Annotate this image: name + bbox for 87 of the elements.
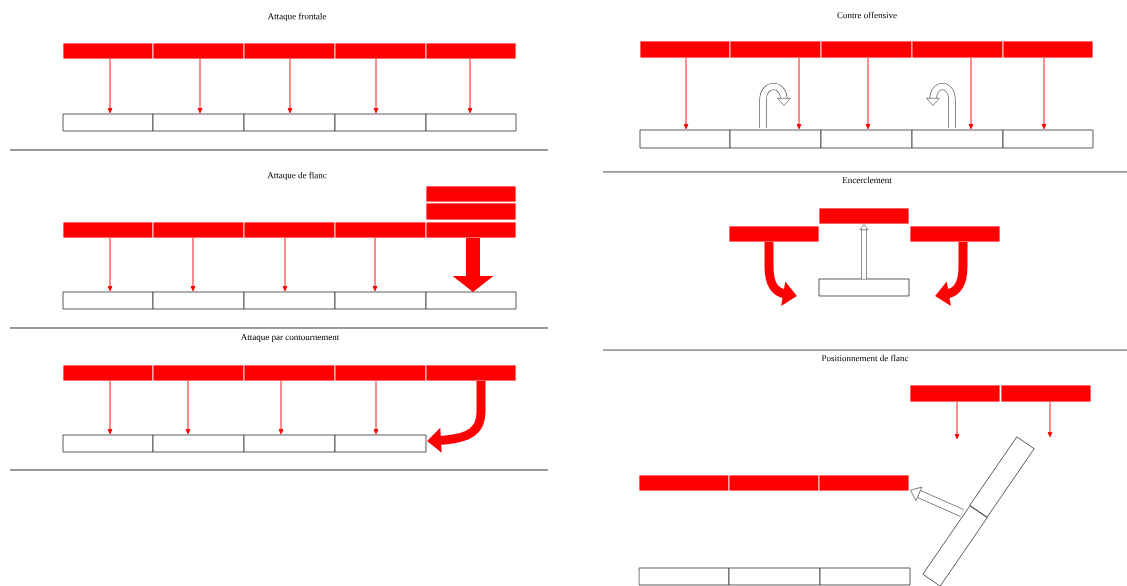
- unit-bar: [1000, 384, 1092, 403]
- panel-title: Positionnement de flanc: [821, 354, 909, 362]
- unit-bar: [911, 40, 1004, 59]
- unit-box: [334, 113, 427, 132]
- unit-box: [1002, 129, 1094, 149]
- unit-bar: [243, 42, 336, 60]
- hollow-arrow: [910, 486, 964, 517]
- panel-title: Attaque de flanc: [267, 171, 327, 181]
- unit-box: [152, 291, 245, 310]
- unit-box: [243, 434, 336, 453]
- unit-bar: [818, 207, 910, 225]
- unit-box: [911, 129, 1004, 149]
- arrow: [107, 58, 113, 114]
- arrow: [968, 57, 974, 130]
- unit-bar: [62, 42, 154, 60]
- unit-bar: [818, 474, 910, 492]
- unit-box: [334, 291, 427, 310]
- unit-bar: [334, 364, 427, 382]
- unit-box: [728, 567, 821, 586]
- unit-bar: [638, 474, 730, 492]
- panel-title: Attaque frontale: [267, 12, 327, 22]
- unit-box: [62, 434, 154, 453]
- unit-bar: [243, 364, 336, 382]
- unit-bar: [909, 384, 1001, 403]
- arrow: [185, 380, 191, 435]
- arrow: [190, 237, 196, 292]
- unit-bar: [425, 221, 517, 239]
- unit-box: [819, 567, 911, 586]
- hollow-arrow: [759, 82, 791, 128]
- block-arrow: [427, 381, 486, 453]
- unit-bar: [152, 42, 245, 60]
- unit-box: [425, 113, 517, 132]
- unit-bar: [729, 40, 822, 59]
- arrow: [107, 237, 113, 292]
- unit-box: [969, 436, 1035, 518]
- unit-box: [152, 434, 245, 453]
- unit-box: [243, 113, 336, 132]
- arrow: [954, 401, 960, 440]
- unit-bar: [728, 225, 820, 243]
- unit-box: [152, 113, 245, 132]
- unit-box: [334, 434, 427, 453]
- unit-box: [818, 278, 910, 297]
- arrow: [107, 380, 113, 435]
- arrow: [796, 57, 802, 130]
- unit-bar: [152, 364, 245, 382]
- unit-bar: [62, 221, 154, 239]
- panel-title: Contre offensive: [837, 11, 897, 19]
- arrow: [373, 380, 379, 435]
- unit-bar: [728, 474, 820, 492]
- arrow: [373, 58, 379, 114]
- arrow: [1041, 57, 1047, 130]
- unit-box: [243, 291, 336, 310]
- hollow-arrow: [926, 82, 956, 128]
- unit-bar: [909, 225, 1001, 243]
- arrow: [287, 58, 293, 114]
- unit-bar: [62, 364, 154, 382]
- unit-bar: [152, 221, 245, 239]
- panel-title: Encerclement: [842, 176, 892, 184]
- arrow: [278, 380, 284, 435]
- hollow-arrow: [859, 224, 869, 279]
- unit-bar: [334, 221, 427, 239]
- arrow: [197, 58, 203, 114]
- unit-box: [922, 505, 988, 586]
- panel-title: Attaque par contournement: [240, 334, 340, 342]
- unit-box: [62, 291, 154, 310]
- unit-box: [820, 129, 913, 149]
- unit-bar: [425, 185, 517, 203]
- unit-box: [639, 129, 731, 149]
- block-arrow: [935, 242, 968, 306]
- unit-box: [729, 129, 822, 149]
- unit-bar: [1002, 40, 1094, 59]
- unit-bar: [425, 364, 517, 382]
- unit-bar: [639, 40, 731, 59]
- arrow: [1047, 401, 1053, 438]
- arrow: [282, 237, 288, 292]
- unit-bar: [425, 42, 517, 60]
- arrow: [467, 58, 473, 114]
- unit-bar: [334, 42, 427, 60]
- unit-box: [638, 567, 730, 586]
- unit-bar: [243, 221, 336, 239]
- unit-bar: [425, 202, 517, 221]
- unit-box: [425, 291, 517, 310]
- arrow: [372, 237, 378, 292]
- unit-box: [62, 113, 154, 132]
- arrow: [865, 57, 871, 130]
- unit-bar: [820, 40, 913, 59]
- arrow: [683, 57, 689, 130]
